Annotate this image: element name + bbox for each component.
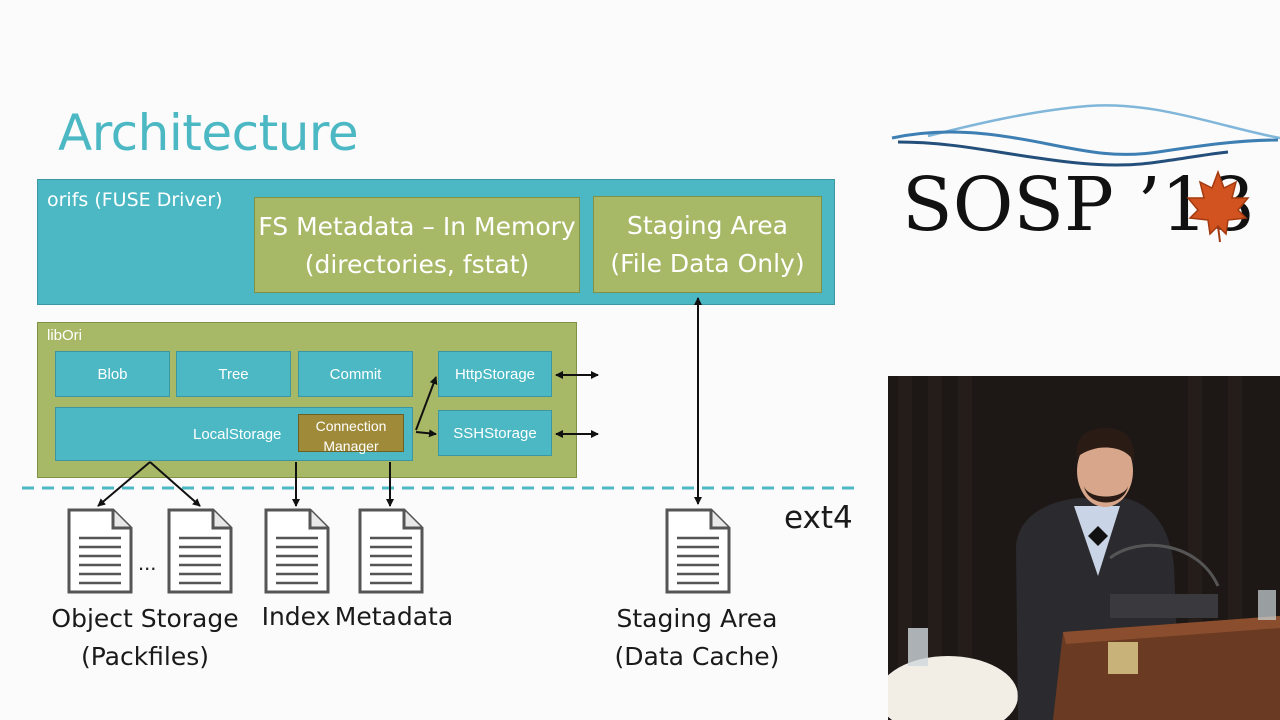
maple-leaf-icon [1186, 169, 1250, 243]
index-label: Index [261, 602, 331, 631]
speaker-video-frame [888, 376, 1280, 720]
blob-box: Blob [55, 351, 170, 397]
object-storage-line-1: Object Storage [51, 604, 239, 633]
ellipsis: ... [138, 550, 157, 575]
fs-metadata-line-2: (directories, fstat) [304, 250, 530, 279]
slide-title: Architecture [58, 104, 359, 162]
staging-cache-line-2: (Data Cache) [614, 642, 780, 671]
libori-label: libOri [47, 327, 83, 344]
glass [908, 628, 928, 666]
staging-area-line-2: (File Data Only) [610, 249, 805, 278]
http-storage-label: HttpStorage [454, 365, 536, 383]
packfile-document-icon [167, 508, 233, 594]
ssh-storage-box: SSHStorage [438, 410, 552, 456]
index-document-icon [264, 508, 330, 594]
object-storage-line-2: (Packfiles) [80, 642, 210, 671]
tree-box: Tree [176, 351, 291, 397]
cm-to-http-arrow [415, 376, 438, 431]
metadata-label: Metadata [334, 602, 454, 631]
commit-label: Commit [329, 365, 382, 383]
object-storage-label: Object Storage (Packfiles) [50, 600, 240, 676]
http-storage-box: HttpStorage [438, 351, 552, 397]
staging-cache-line-1: Staging Area [616, 604, 778, 633]
speaker-face [1077, 435, 1133, 507]
blob-label: Blob [97, 365, 128, 383]
connection-manager-line-2: Manager [323, 438, 379, 454]
table-cloth [888, 656, 1018, 720]
staging-area-line-1: Staging Area [627, 211, 788, 240]
cm-to-ssh-arrow [415, 429, 437, 438]
commit-box: Commit [298, 351, 413, 397]
packfile-arrow-right [149, 461, 201, 507]
sosp-logo: SOSP ’13 [891, 104, 1280, 246]
staging-cache-label: Staging Area (Data Cache) [612, 600, 782, 676]
metadata-document-icon [358, 508, 424, 594]
connection-manager-box: Connection Manager [298, 414, 404, 454]
staging-document-icon [665, 508, 731, 594]
packfile-document-icon [67, 508, 133, 594]
packfile-arrow-left [97, 461, 151, 507]
staging-area-box: Staging Area (File Data Only) [593, 196, 822, 293]
local-storage-label: LocalStorage [193, 425, 282, 443]
tree-label: Tree [218, 365, 249, 383]
microphone [1109, 543, 1220, 587]
speaker-video [888, 376, 1280, 720]
fs-metadata-box: FS Metadata – In Memory (directories, fs… [254, 197, 580, 293]
fs-metadata-line-1: FS Metadata – In Memory [258, 212, 576, 241]
ssh-storage-label: SSHStorage [453, 424, 537, 442]
podium-plaque [1108, 642, 1138, 674]
ext4-label: ext4 [784, 500, 853, 536]
connection-manager-line-1: Connection [315, 418, 387, 434]
orifs-label: orifs (FUSE Driver) [47, 189, 223, 211]
laptop [1110, 594, 1218, 618]
